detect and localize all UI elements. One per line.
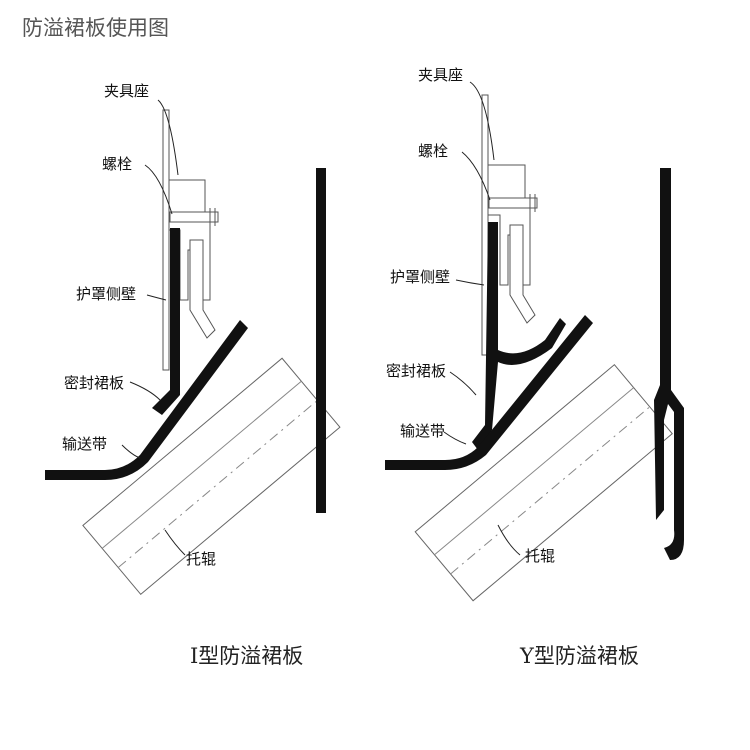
right-idler	[414, 363, 673, 602]
left-label-clamp-seat: 夹具座	[104, 82, 150, 100]
left-label-seal-skirt: 密封裙板	[64, 374, 125, 392]
right-bolt	[488, 197, 538, 209]
right-label-clamp-seat: 夹具座	[418, 66, 464, 84]
right-label-bolt: 螺栓	[418, 142, 449, 160]
left-right-wall	[316, 168, 326, 513]
right-seal-skirt	[472, 222, 566, 450]
right-label-idler: 托辊	[525, 547, 556, 565]
left-label-bolt: 螺栓	[102, 155, 133, 173]
left-belt	[45, 320, 248, 480]
right-label-belt: 输送带	[400, 422, 446, 440]
left-label-idler: 托辊	[186, 550, 217, 568]
left-caption: I型防溢裙板	[190, 644, 304, 668]
right-label-guard-wall: 护罩侧壁	[390, 268, 451, 286]
i-type-assembly	[45, 109, 341, 596]
right-label-seal-skirt: 密封裙板	[386, 362, 447, 380]
page-title: 防溢裙板使用图	[22, 16, 169, 40]
right-wall-profile	[654, 168, 684, 560]
left-idler	[82, 357, 341, 596]
left-label-guard-wall: 护罩侧壁	[76, 285, 137, 303]
right-caption: Y型防溢裙板	[520, 644, 639, 668]
left-label-belt: 输送带	[62, 435, 108, 453]
left-guard-wall	[162, 109, 170, 371]
left-seal-skirt	[152, 228, 180, 415]
right-belt	[385, 315, 593, 470]
y-type-assembly	[385, 94, 684, 602]
left-bolt	[169, 211, 219, 223]
